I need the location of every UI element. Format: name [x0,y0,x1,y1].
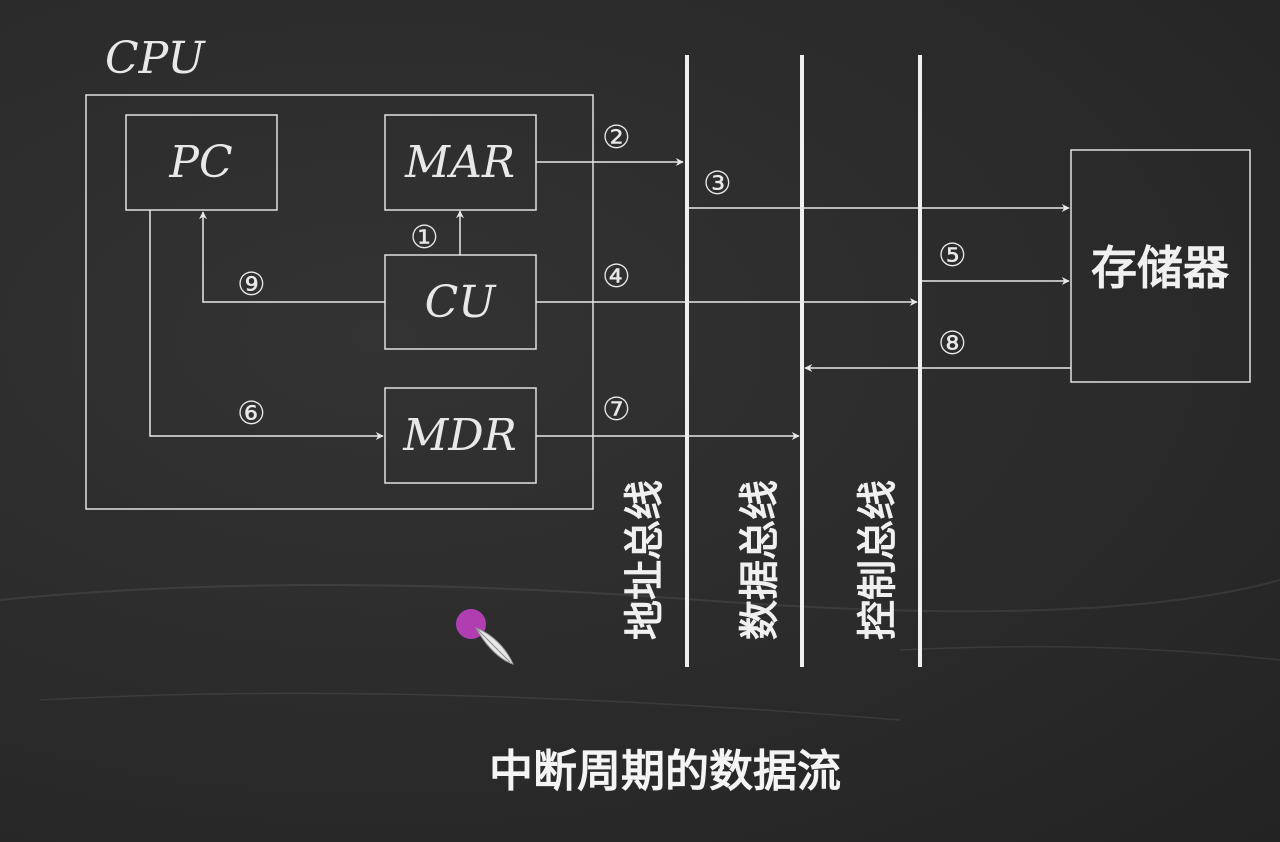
diagram-caption: 中断周期的数据流 [489,746,841,797]
data-bus-label: 数据总线 [737,480,783,640]
memory-unit: 存储器 [1070,149,1251,383]
cu-unit: CU [384,254,537,350]
step-numbers: ① ② ③ ④ ⑤ ⑥ ⑦ ⑧ ⑨ [237,118,967,432]
step-7: ⑦ [602,390,631,428]
flow-arrows [149,158,1071,440]
pc-register: PC [125,114,278,211]
control-bus-label: 控制总线 [855,480,901,640]
arrow-9 [199,211,385,303]
pc-label: PC [168,137,232,188]
step-3: ③ [703,164,732,202]
step-2: ② [602,118,631,156]
step-4: ④ [602,257,631,295]
step-8: ⑧ [938,324,967,362]
step-5: ⑤ [938,236,967,274]
memory-label: 存储器 [1091,241,1230,295]
arrow-6 [149,210,384,440]
quill-pen-cursor-icon [456,609,514,665]
step-9: ⑨ [237,265,266,303]
mar-register: MAR [384,114,537,211]
step-1: ① [410,218,439,256]
step-6: ⑥ [237,394,266,432]
mdr-label: MDR [402,410,516,461]
mdr-register: MDR [384,387,537,484]
cpu-label: CPU [105,33,206,84]
chalk-smudges [0,579,1280,721]
mar-label: MAR [404,137,515,188]
cu-label: CU [425,277,498,328]
address-bus-label: 地址总线 [622,480,668,640]
